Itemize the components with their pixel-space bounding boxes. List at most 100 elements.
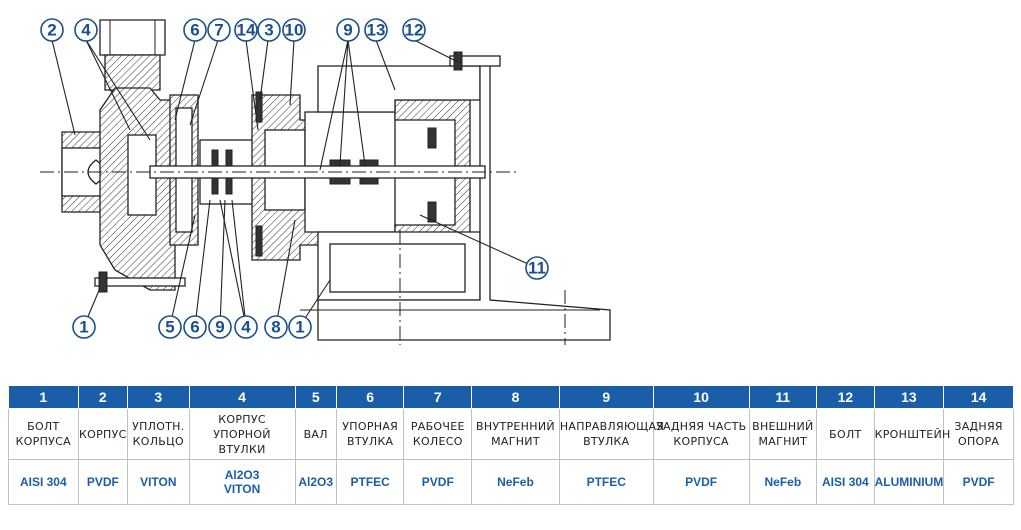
part-name-line: МАГНИТ [758, 435, 808, 448]
callout-9: 9 [208, 315, 232, 339]
part-name-line: БОЛТ [829, 427, 862, 441]
callout-9: 9 [336, 18, 360, 42]
svg-text:7: 7 [214, 21, 223, 40]
part-name-cell: ЗАДНЯЯ ЧАСТЬ КОРПУСА [652, 408, 750, 460]
part-material-cell: PVDF [652, 459, 750, 505]
part-number-cell: 9 [558, 385, 654, 409]
part-material-cell: PVDF [943, 459, 1014, 505]
part-name-line: РАБОЧЕЕ [410, 420, 465, 433]
svg-text:10: 10 [285, 21, 304, 40]
callout-10: 10 [282, 18, 306, 42]
svg-text:5: 5 [165, 318, 174, 337]
svg-text:4: 4 [241, 318, 251, 337]
part-name-cell: БОЛТ [816, 408, 875, 460]
svg-text:4: 4 [81, 21, 91, 40]
part-name-line: КОРПУСА [15, 435, 71, 448]
part-name-line: УПОРНОЙ ВТУЛКИ [213, 427, 271, 456]
part-name-line: УПЛОТН. [132, 420, 185, 433]
callout-4: 4 [234, 315, 258, 339]
part-name-line: ЗАДНЯЯ ЧАСТЬ [655, 420, 747, 433]
svg-text:9: 9 [215, 318, 224, 337]
part-number-cell: 5 [294, 385, 337, 409]
part-name-line: ВТУЛКА [583, 435, 630, 448]
leader-lines [51, 39, 538, 327]
svg-text:6: 6 [190, 21, 199, 40]
svg-text:12: 12 [405, 21, 424, 40]
part-number-cell: 2 [77, 385, 129, 409]
callout-5: 5 [158, 315, 182, 339]
part-material-cell: Al2O3 [294, 459, 337, 505]
part-name-line: КОЛЕСО [412, 435, 463, 448]
part-number-cell: 4 [188, 385, 296, 409]
part-name-line: БОЛТ [27, 420, 60, 433]
callout-8: 8 [264, 315, 288, 339]
part-number-cell: 13 [873, 385, 945, 409]
part-material-cell: VITON [127, 459, 190, 505]
part-number-cell: 6 [335, 385, 405, 409]
callout-4: 4 [74, 18, 98, 42]
pump-body [40, 19, 611, 345]
part-material-line: PTFEC [586, 475, 626, 489]
part-name-cell: ВАЛ [294, 408, 337, 460]
part-material-line: NeFeb [497, 475, 534, 489]
callout-13: 13 [364, 18, 388, 42]
callout-6: 6 [183, 315, 207, 339]
part-material-line: AISI 304 [822, 475, 869, 489]
callout-7: 7 [207, 18, 231, 42]
part-name-cell: РАБОЧЕЕ КОЛЕСО [403, 408, 473, 460]
part-material-cell: AISI 304 [8, 459, 79, 505]
callout-14: 14 [234, 18, 258, 42]
part-name-cell: КРОНШТЕЙН [873, 408, 951, 460]
part-name-line: МАГНИТ [491, 435, 540, 448]
part-name-cell: БОЛТ КОРПУСА [8, 408, 79, 460]
part-material-line: VITON [223, 482, 261, 496]
part-name-line: ВНУТРЕННИЙ [476, 420, 555, 433]
part-name-line: КРОНШТЕЙН [874, 427, 951, 441]
part-name-line: ВАЛ [303, 427, 328, 441]
svg-text:11: 11 [528, 259, 546, 278]
callout-11: 11 [525, 256, 549, 280]
part-material-line: ALUMINIUM [874, 475, 944, 489]
part-name-line: КОРПУС [79, 427, 127, 441]
part-material-cell: AISI 304 [816, 459, 875, 505]
part-material-line: PVDF [685, 475, 718, 489]
part-material-cell: PTFEC [558, 459, 654, 505]
part-material-cell: NeFeb [748, 459, 818, 505]
part-number-cell: 11 [748, 385, 818, 409]
part-material-cell: PVDF [77, 459, 129, 505]
part-number-cell: 3 [127, 385, 190, 409]
part-number-cell: 12 [816, 385, 875, 409]
part-name-line: КОРПУСА [673, 435, 729, 448]
svg-text:13: 13 [367, 21, 386, 40]
part-material-line: PVDF [962, 475, 995, 489]
part-material-cell: ALUMINIUM [873, 459, 945, 505]
part-name-line: НАПРАВЛЯЮЩАЯ [559, 420, 665, 433]
callout-1: 1 [288, 315, 312, 339]
part-name-cell: НАПРАВЛЯЮЩАЯ ВТУЛКА [558, 408, 665, 460]
svg-text:9: 9 [343, 21, 352, 40]
part-material-line: Al2O3 [224, 468, 260, 482]
svg-text:1: 1 [79, 318, 88, 337]
part-number-cell: 1 [8, 385, 79, 409]
part-number-cell: 8 [471, 385, 560, 409]
callout-12: 12 [402, 18, 426, 42]
callout-2: 2 [40, 18, 64, 42]
svg-text:14: 14 [237, 21, 256, 40]
callout-3: 3 [257, 18, 281, 42]
part-material-cell: PVDF [403, 459, 473, 505]
part-name-line: УПОРНАЯ [342, 420, 399, 433]
callout-6: 6 [183, 18, 207, 42]
part-name-line: КОРПУС [218, 412, 266, 426]
svg-text:3: 3 [264, 21, 273, 40]
svg-text:2: 2 [47, 21, 56, 40]
part-name-line: КОЛЬЦО [132, 435, 184, 448]
svg-text:6: 6 [190, 318, 199, 337]
